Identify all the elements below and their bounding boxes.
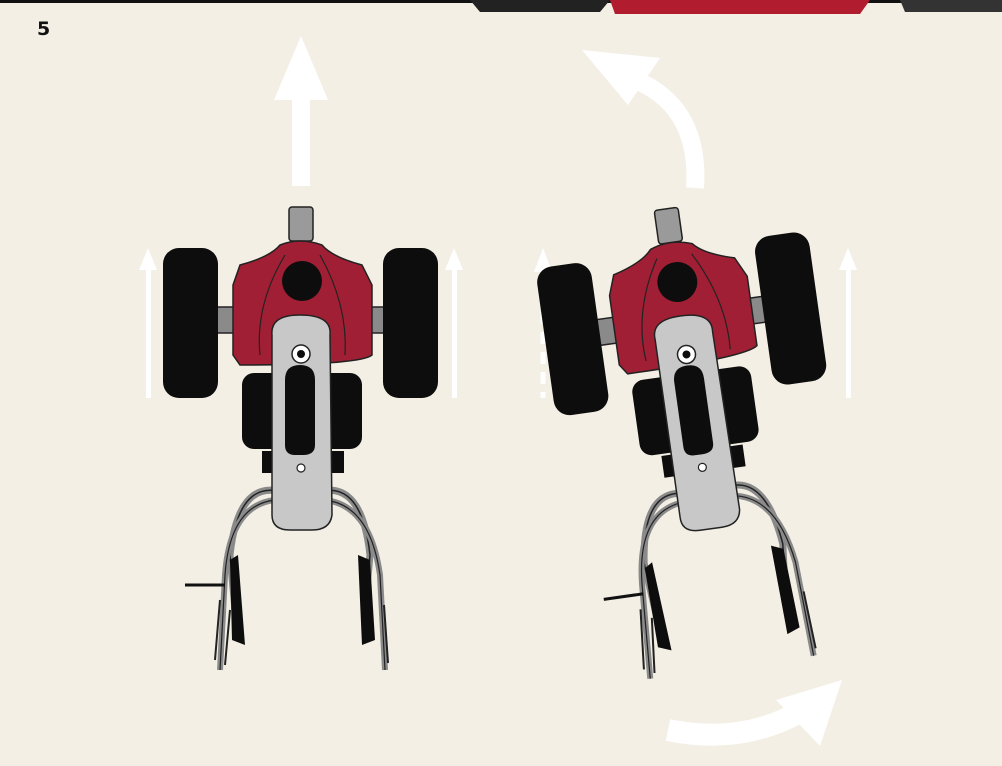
panel-straight [139,36,463,670]
sweep-arrow-icon [665,680,842,746]
curved-turn-arrow-icon [582,50,705,189]
left-wheel-arrow-icon [139,248,157,398]
top-photo-strip [0,0,1002,14]
tiller-turning [529,190,866,687]
right-wheel-arrow-icon [445,248,463,398]
straight-up-arrow-icon [274,36,328,186]
step-number: 5 [37,18,51,40]
panel-turning [529,50,866,746]
right-wheel-arrow-icon [839,248,857,398]
tiller-straight [163,207,438,670]
